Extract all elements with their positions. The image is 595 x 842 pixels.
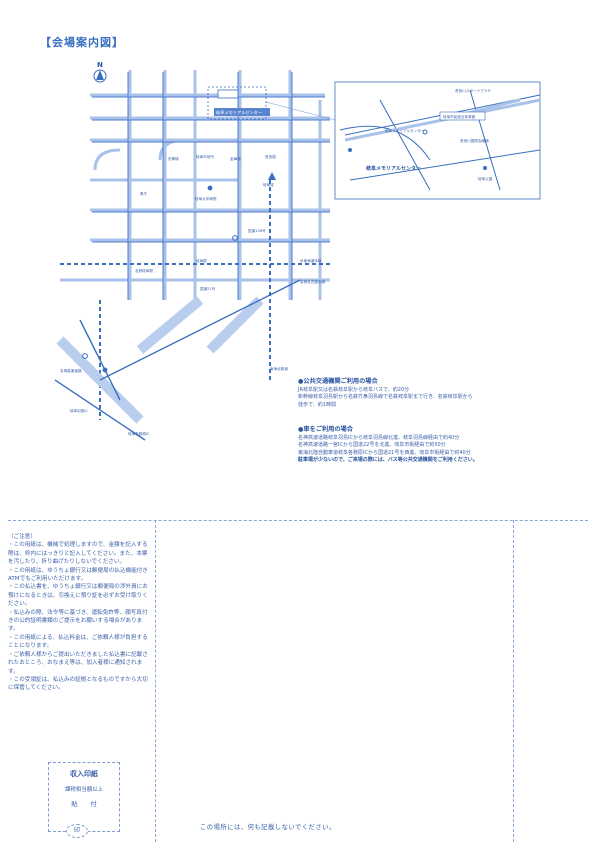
venue-label-bg	[214, 108, 270, 116]
car-emphasis: 駐車場が少ないので、ご来場の際には、バス等公共交通機関をご利用ください。	[298, 456, 478, 463]
map-label: 名鉄名古屋本線	[300, 279, 326, 284]
map-label: 岐阜羽島IC	[70, 408, 88, 413]
note-item: ・この用紙による、払込料金は、ご依頼人様が負担することになります。	[8, 634, 148, 650]
map-label: 岐阜駅	[196, 258, 207, 263]
car-heading: ●車をご利用の場合	[298, 426, 353, 433]
inset-map: 岐阜メモリアルセンター 岐阜メモリアルセンター 長良川スポーツプラザ 岐阜市民総…	[334, 81, 541, 200]
note-item: ・この用紙は、ゆうちょ銀行又は郵便局の払込機能付きATMでもご利用いただけます。	[8, 567, 148, 583]
public-transport-heading: ●公共交通機関ご利用の場合	[298, 378, 378, 385]
map-label: JR東海道本線	[299, 258, 322, 263]
venue-label: 岐阜メモリアルセンター	[216, 109, 262, 116]
map-label: 国道156号	[248, 228, 266, 233]
inset-label: 岐阜公園	[478, 176, 493, 181]
map-label: 岐阜各務原IC	[128, 431, 150, 436]
form-divider	[155, 520, 156, 842]
note-item: ・ご依頼人様からご提出いただきました払込書に記載されたおところ、おなまえ等は、加…	[8, 651, 148, 675]
map-labels: 岐阜市役所 岐阜駅 名鉄岐阜駅 国道21号 国道156号 JR東海道本線 名鉄名…	[60, 154, 326, 436]
map-label: 名鉄岐阜駅	[135, 268, 153, 273]
note-item: ・払込みの際、法令等に基づき、運転免許等、顔写真付きの公的証明書類のご提示をお願…	[8, 609, 148, 633]
note-item: ・この払込書を、ゆうちょ銀行又は郵便局の渉外員にお預けになるときは、引換えに預り…	[8, 584, 148, 608]
north-label: N	[97, 61, 103, 69]
map-label: 岐阜市役所	[196, 154, 214, 159]
map-label: 東海北陸道	[270, 366, 288, 371]
inset-venue-label: 岐阜メモリアルセンター	[366, 165, 421, 172]
venue-map: N	[54, 61, 541, 441]
public-transport-info: ●公共交通機関ご利用の場合 JR岐阜駅又は名鉄岐阜駅から岐阜バスで、約20分 新…	[298, 378, 548, 409]
highway	[56, 296, 264, 424]
seal-mark: 印	[66, 824, 88, 838]
map-label: 国道21号	[200, 286, 216, 291]
landmark-icon	[102, 367, 108, 373]
major-roads	[60, 70, 330, 300]
map-label: 岐阜大学病院	[195, 196, 217, 201]
map-label: 名神高速道路	[60, 368, 82, 373]
car-line: 東海北陸自動車道岐阜各務原ICから国道21号を西進、岐阜市街経由で約40分	[298, 449, 471, 456]
notes-section: （ご注意） ・この用紙は、機械で処理しますので、金額を記入する際は、枠内にはっき…	[8, 533, 152, 693]
venue-building	[217, 89, 239, 99]
bottom-note: この場所には、何も記載しないでください。	[200, 824, 336, 831]
note-item: ・この用紙は、機械で処理しますので、金額を記入する際は、枠内にはっきりと記入して…	[8, 542, 148, 566]
highway-outline	[54, 279, 301, 441]
venue-highlight-box	[207, 86, 267, 120]
car-info: ●車をご利用の場合 名神高速道路岐阜羽島ICから岐阜羽島線北進、岐阜羽島線経由で…	[298, 426, 548, 464]
public-transport-line: JR岐阜駅又は名鉄岐阜駅から岐阜バスで、約20分	[298, 387, 410, 394]
inset-label: 岐阜市民総合体育館	[443, 114, 476, 119]
note-item: ・この受領証は、払込みの証拠となるものですから大切に保管してください。	[8, 676, 148, 692]
landmark-icon	[82, 353, 88, 359]
map-label: 岐阜城	[263, 182, 274, 187]
car-line: 名神高速道路岐阜羽島ICから岐阜羽島線北進、岐阜羽島線経由で約40分	[298, 435, 460, 442]
inset-leader-line	[265, 101, 336, 121]
inset-label: 長良川スポーツプラザ	[455, 88, 491, 93]
public-transport-line: 新幹線岐阜羽島駅から名鉄竹鼻羽島線で名鉄岐阜駅まで行き、名鉄岐阜駅から	[298, 394, 473, 401]
map-label: 忠節橋	[168, 156, 179, 161]
form-divider	[513, 520, 514, 842]
notes-heading: （ご注意）	[8, 534, 36, 540]
stamp-line: 収入印紙	[70, 770, 98, 778]
car-line: 名神高速道路一宮ICから国道22号を北進、岐阜市街経由で約50分	[298, 442, 446, 449]
map-label: 金華橋	[230, 156, 241, 161]
landmark-icon	[207, 185, 213, 191]
landmark-icon	[232, 235, 238, 241]
section-title: 【会場案内図】	[40, 36, 124, 49]
stamp-line: 貼 付	[71, 800, 97, 808]
map-label: 県庁	[140, 191, 148, 196]
mountain-icon	[268, 172, 276, 180]
public-transport-line: 徒歩で、約1時間	[298, 401, 336, 408]
stamp-line: 課税相当額以上	[65, 787, 103, 793]
north-arrow-icon: N	[93, 61, 107, 83]
map-label: 長良橋	[265, 154, 276, 159]
inset-label: 岐阜メモリアルセンター	[385, 128, 425, 133]
revenue-stamp-box: 収入印紙 課税相当額以上 貼 付	[48, 762, 120, 832]
inset-label: 長良川国際会議場	[460, 138, 489, 143]
form-top-border	[8, 520, 588, 841]
